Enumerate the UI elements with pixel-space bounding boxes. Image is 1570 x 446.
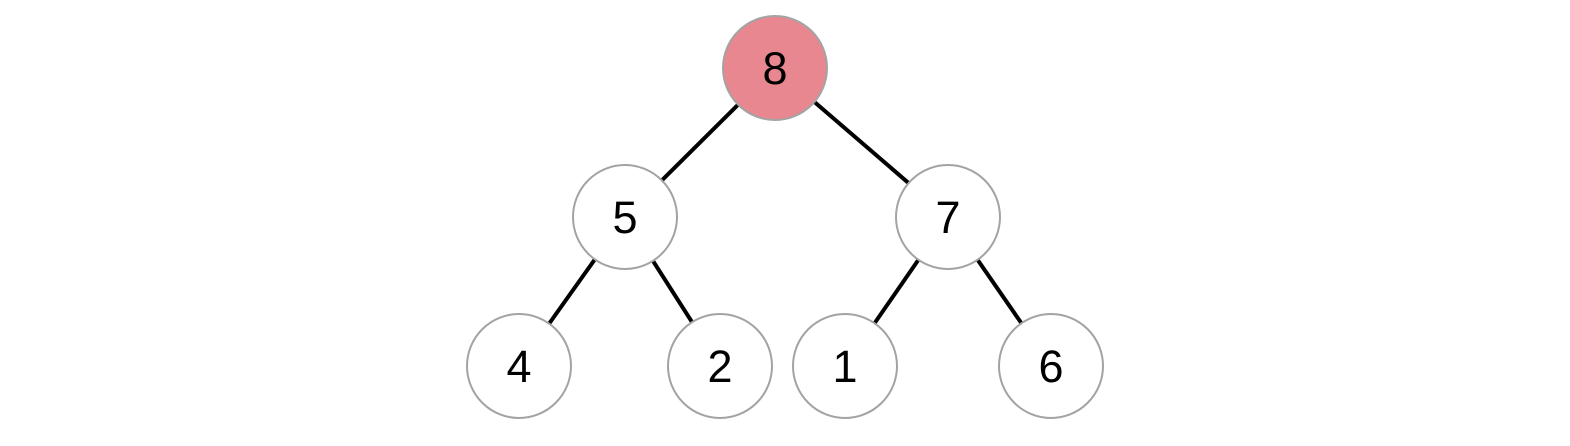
tree-node-7 [895,164,1001,270]
tree-node-label: 1 [832,341,857,392]
tree-node-label: 2 [707,341,732,392]
tree-node-label: 6 [1038,341,1063,392]
tree-node-8-highlighted [722,15,828,121]
tree-node-label: 4 [506,341,531,392]
tree-node-1 [792,313,898,419]
tree-node-2 [667,313,773,419]
tree-node-label: 8 [762,43,787,94]
tree-node-4 [466,313,572,419]
tree-node-5 [572,164,678,270]
tree-node-6 [998,313,1104,419]
tree-node-label: 5 [612,192,637,243]
tree-node-label: 7 [935,192,960,243]
